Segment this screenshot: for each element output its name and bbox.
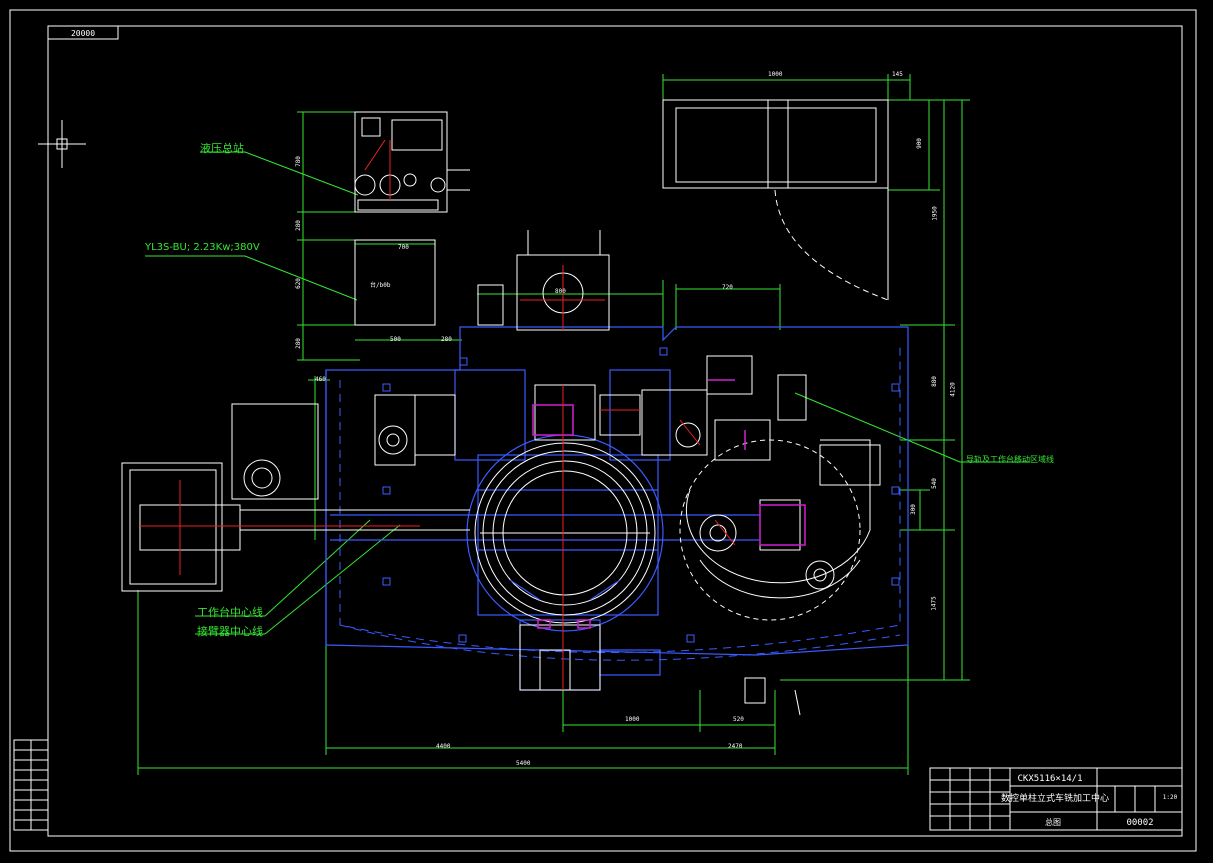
title-scale: 1:20 bbox=[1163, 794, 1178, 801]
machine-base-outline bbox=[325, 326, 909, 691]
dim-top-width: 1000 bbox=[768, 71, 783, 78]
title-drawing-no: 00002 bbox=[1126, 818, 1153, 828]
hydraulic-red-marks bbox=[364, 139, 391, 200]
leader-lines bbox=[145, 151, 1030, 635]
dim-mid-c: 280 bbox=[441, 336, 452, 343]
dim-mid-b: 500 bbox=[390, 336, 401, 343]
dim-right-v5: 540 bbox=[930, 478, 938, 489]
mounting-holes bbox=[382, 347, 900, 643]
dim-right-v4: 4120 bbox=[949, 382, 957, 397]
dim-right-v2: 1950 bbox=[931, 206, 939, 221]
pallet-dashed bbox=[679, 439, 861, 621]
title-block bbox=[929, 767, 1183, 831]
dim-bottom-total: 5400 bbox=[516, 760, 531, 767]
label-manipulator-center: 接臂器中心线 bbox=[197, 625, 263, 638]
dim-left-small: 460 bbox=[315, 376, 326, 383]
sheet-tag-box bbox=[47, 25, 119, 40]
dim-bottom-inner: 4400 bbox=[436, 743, 451, 750]
dim-v-top1: 780 bbox=[294, 156, 302, 167]
hydraulic-station bbox=[354, 111, 470, 326]
revision-block bbox=[13, 739, 49, 831]
pallet-changer bbox=[685, 374, 881, 599]
label-table-center: 工作台中心线 bbox=[197, 606, 263, 619]
title-view: 总图 bbox=[1045, 817, 1061, 827]
right-turret bbox=[641, 355, 801, 551]
center-lines-red bbox=[140, 265, 736, 690]
dim-bottom-b: 520 bbox=[733, 716, 744, 723]
spindle-head bbox=[477, 230, 641, 441]
bottom-block bbox=[519, 624, 801, 716]
label-motor-box: 台/b0b bbox=[370, 282, 391, 289]
dim-right-v1: 900 bbox=[915, 138, 923, 149]
dim-bottom-a: 1000 bbox=[625, 716, 640, 723]
title-name: 数控单柱立式车铣加工中心 bbox=[1001, 792, 1109, 804]
dim-v-top4: 280 bbox=[294, 338, 302, 349]
inner-frame bbox=[47, 25, 1183, 837]
dim-center-small: 800 bbox=[555, 288, 566, 295]
rotary-table bbox=[474, 442, 656, 624]
chip-conveyor-box bbox=[662, 99, 889, 301]
outer-frame bbox=[9, 9, 1197, 852]
dim-right-v3: 880 bbox=[930, 376, 938, 387]
dim-bottom-c: 2470 bbox=[728, 743, 743, 750]
sheet-tag-text: 20000 bbox=[71, 29, 95, 38]
dim-right-v7: 1475 bbox=[930, 596, 938, 611]
dashed-outline bbox=[339, 345, 901, 661]
tool-magazine bbox=[121, 394, 470, 592]
dim-right-gap: 720 bbox=[722, 284, 733, 291]
title-model: CKX5116×14/1 bbox=[1017, 774, 1082, 784]
label-rail-note: 导轨及工作台移动区域线 bbox=[966, 455, 1054, 464]
dim-mid-a: 700 bbox=[398, 244, 409, 251]
dimension-lines bbox=[137, 74, 970, 775]
label-hydraulic-station: 液压总站 bbox=[200, 142, 244, 155]
crosshair-cursor bbox=[38, 120, 86, 168]
dim-top-right: 145 bbox=[892, 71, 903, 78]
dim-v-top3: 620 bbox=[294, 278, 302, 289]
dim-v-top2: 280 bbox=[294, 220, 302, 231]
dim-right-v6: 300 bbox=[909, 504, 917, 515]
magenta-accents bbox=[532, 379, 806, 629]
label-motor-spec: YL3S-BU; 2.23Kw;380V bbox=[145, 242, 260, 253]
